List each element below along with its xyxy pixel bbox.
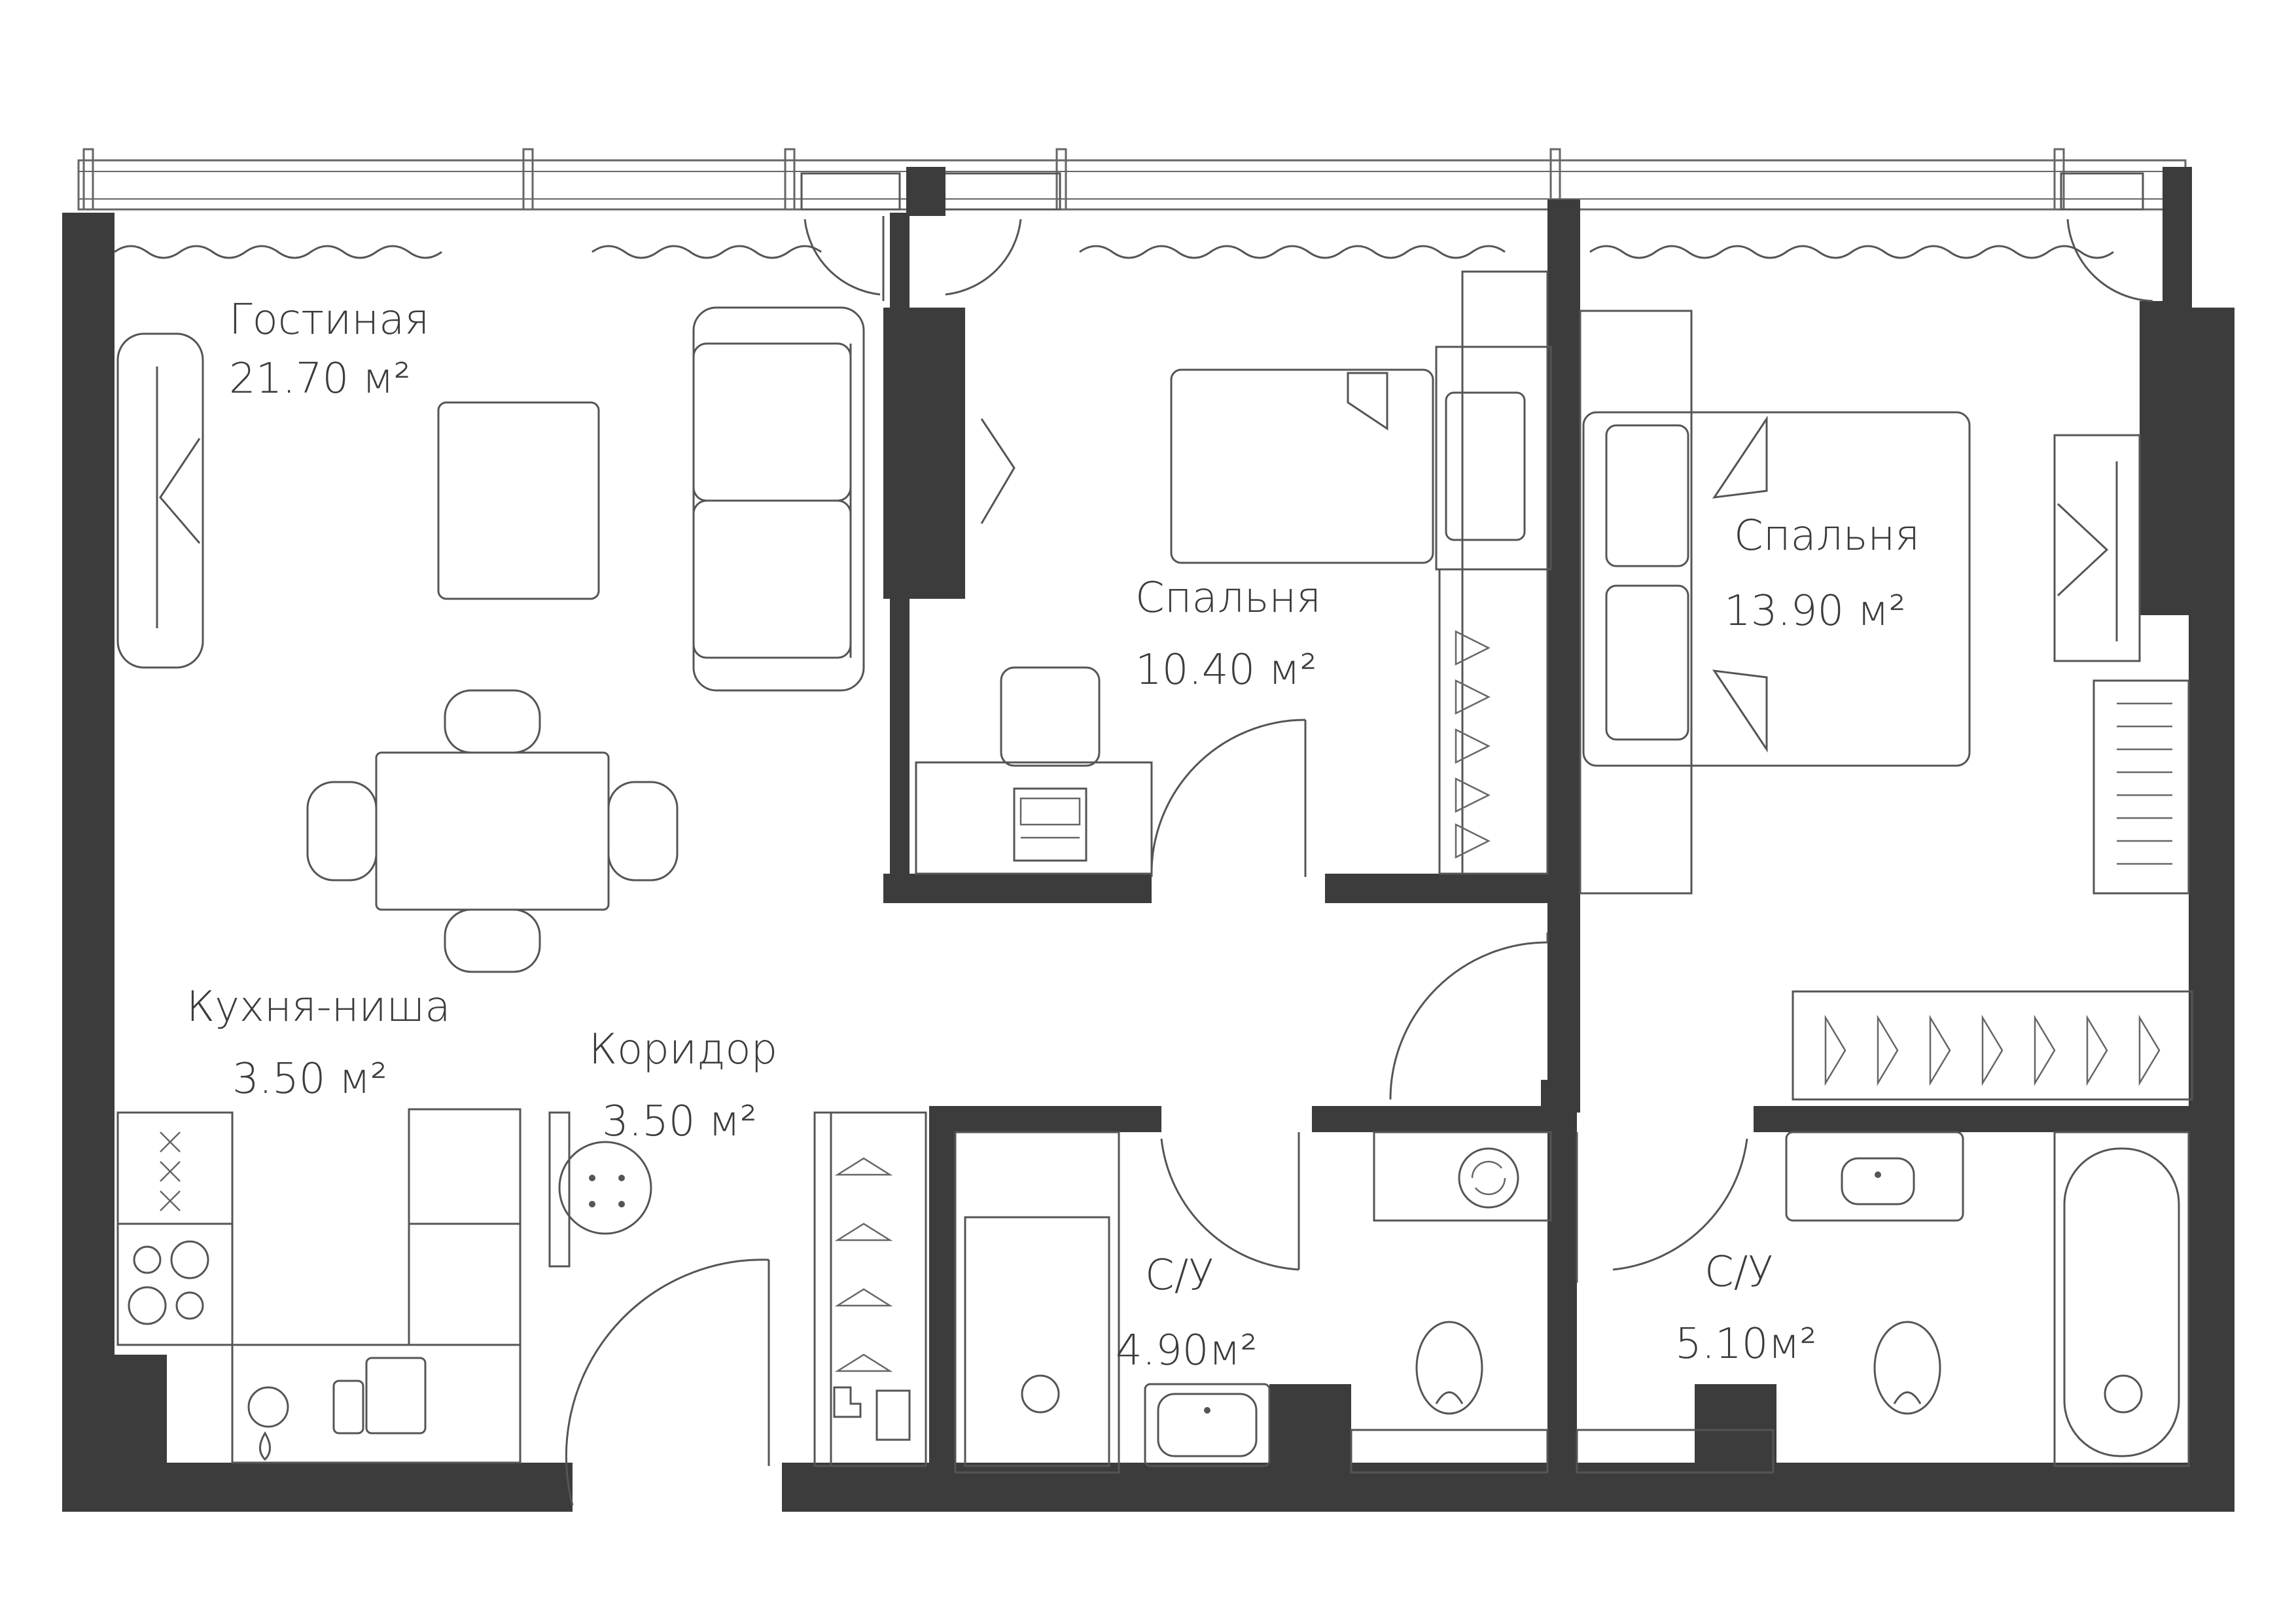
svg-text:Коридор: Коридор xyxy=(589,1026,777,1074)
svg-text:4.90м²: 4.90м² xyxy=(1116,1327,1257,1375)
desk-icon xyxy=(915,666,1153,875)
toilet-icon xyxy=(1576,1321,1941,1474)
window-icon xyxy=(77,148,2187,211)
bathtub-icon xyxy=(2053,1131,2190,1467)
fridge-icon xyxy=(408,1108,521,1346)
room-label-bedroom-small: Спальня 10.40 м² xyxy=(1135,574,1321,694)
room-label-corridor: Коридор 3.50 м² xyxy=(589,1026,777,1146)
mirror-icon xyxy=(980,418,1016,524)
sink-icon xyxy=(231,1344,521,1464)
wardrobe-icon xyxy=(1438,270,1549,875)
door-swing-icon xyxy=(565,216,2153,1506)
bed-icon xyxy=(1579,310,1971,895)
room-label-kitchen: Кухня-ниша 3.50 м² xyxy=(186,983,451,1103)
svg-text:10.40 м²: 10.40 м² xyxy=(1135,646,1317,694)
sink-icon xyxy=(1785,1131,1964,1222)
svg-text:Спальня: Спальня xyxy=(1135,574,1321,622)
wardrobe-icon xyxy=(813,1111,927,1467)
curtain-icon xyxy=(114,245,2114,259)
room-label-bedroom-large: Спальня 13.90 м² xyxy=(1724,512,1920,635)
svg-text:3.50 м²: 3.50 м² xyxy=(232,1055,387,1103)
dining-table-icon xyxy=(306,689,679,973)
stove-icon xyxy=(116,1111,234,1346)
svg-text:21.70 м²: 21.70 м² xyxy=(229,355,411,403)
round-table-icon xyxy=(548,1111,652,1268)
radiator-icon xyxy=(2093,679,2190,895)
shower-icon xyxy=(954,1131,1120,1474)
room-label-living: Гостиная 21.70 м² xyxy=(229,296,429,403)
svg-text:Спальня: Спальня xyxy=(1734,512,1920,560)
sink-icon xyxy=(1144,1383,1271,1467)
walls xyxy=(62,167,2234,1512)
svg-text:5.10м²: 5.10м² xyxy=(1675,1320,1816,1368)
tv-icon xyxy=(2053,434,2141,662)
svg-text:13.90 м²: 13.90 м² xyxy=(1724,587,1906,635)
svg-text:С/У: С/У xyxy=(1704,1248,1773,1296)
svg-text:Гостиная: Гостиная xyxy=(229,296,429,344)
toilet-icon xyxy=(1350,1321,1549,1474)
washing-machine-icon xyxy=(1373,1131,1552,1222)
room-label-bath-right: С/У 5.10м² xyxy=(1675,1248,1816,1368)
sofa-icon xyxy=(692,306,865,692)
svg-text:С/У: С/У xyxy=(1145,1251,1214,1300)
room-label-bath-left: С/У 4.90м² xyxy=(1116,1251,1257,1375)
tv-icon xyxy=(116,332,204,669)
svg-text:3.50 м²: 3.50 м² xyxy=(602,1097,757,1146)
hanger-icon xyxy=(1792,990,2193,1101)
table-icon xyxy=(437,401,600,600)
bed-icon xyxy=(1170,346,1552,571)
svg-text:Кухня-ниша: Кухня-ниша xyxy=(186,983,451,1031)
laptop-icon xyxy=(1013,787,1087,862)
